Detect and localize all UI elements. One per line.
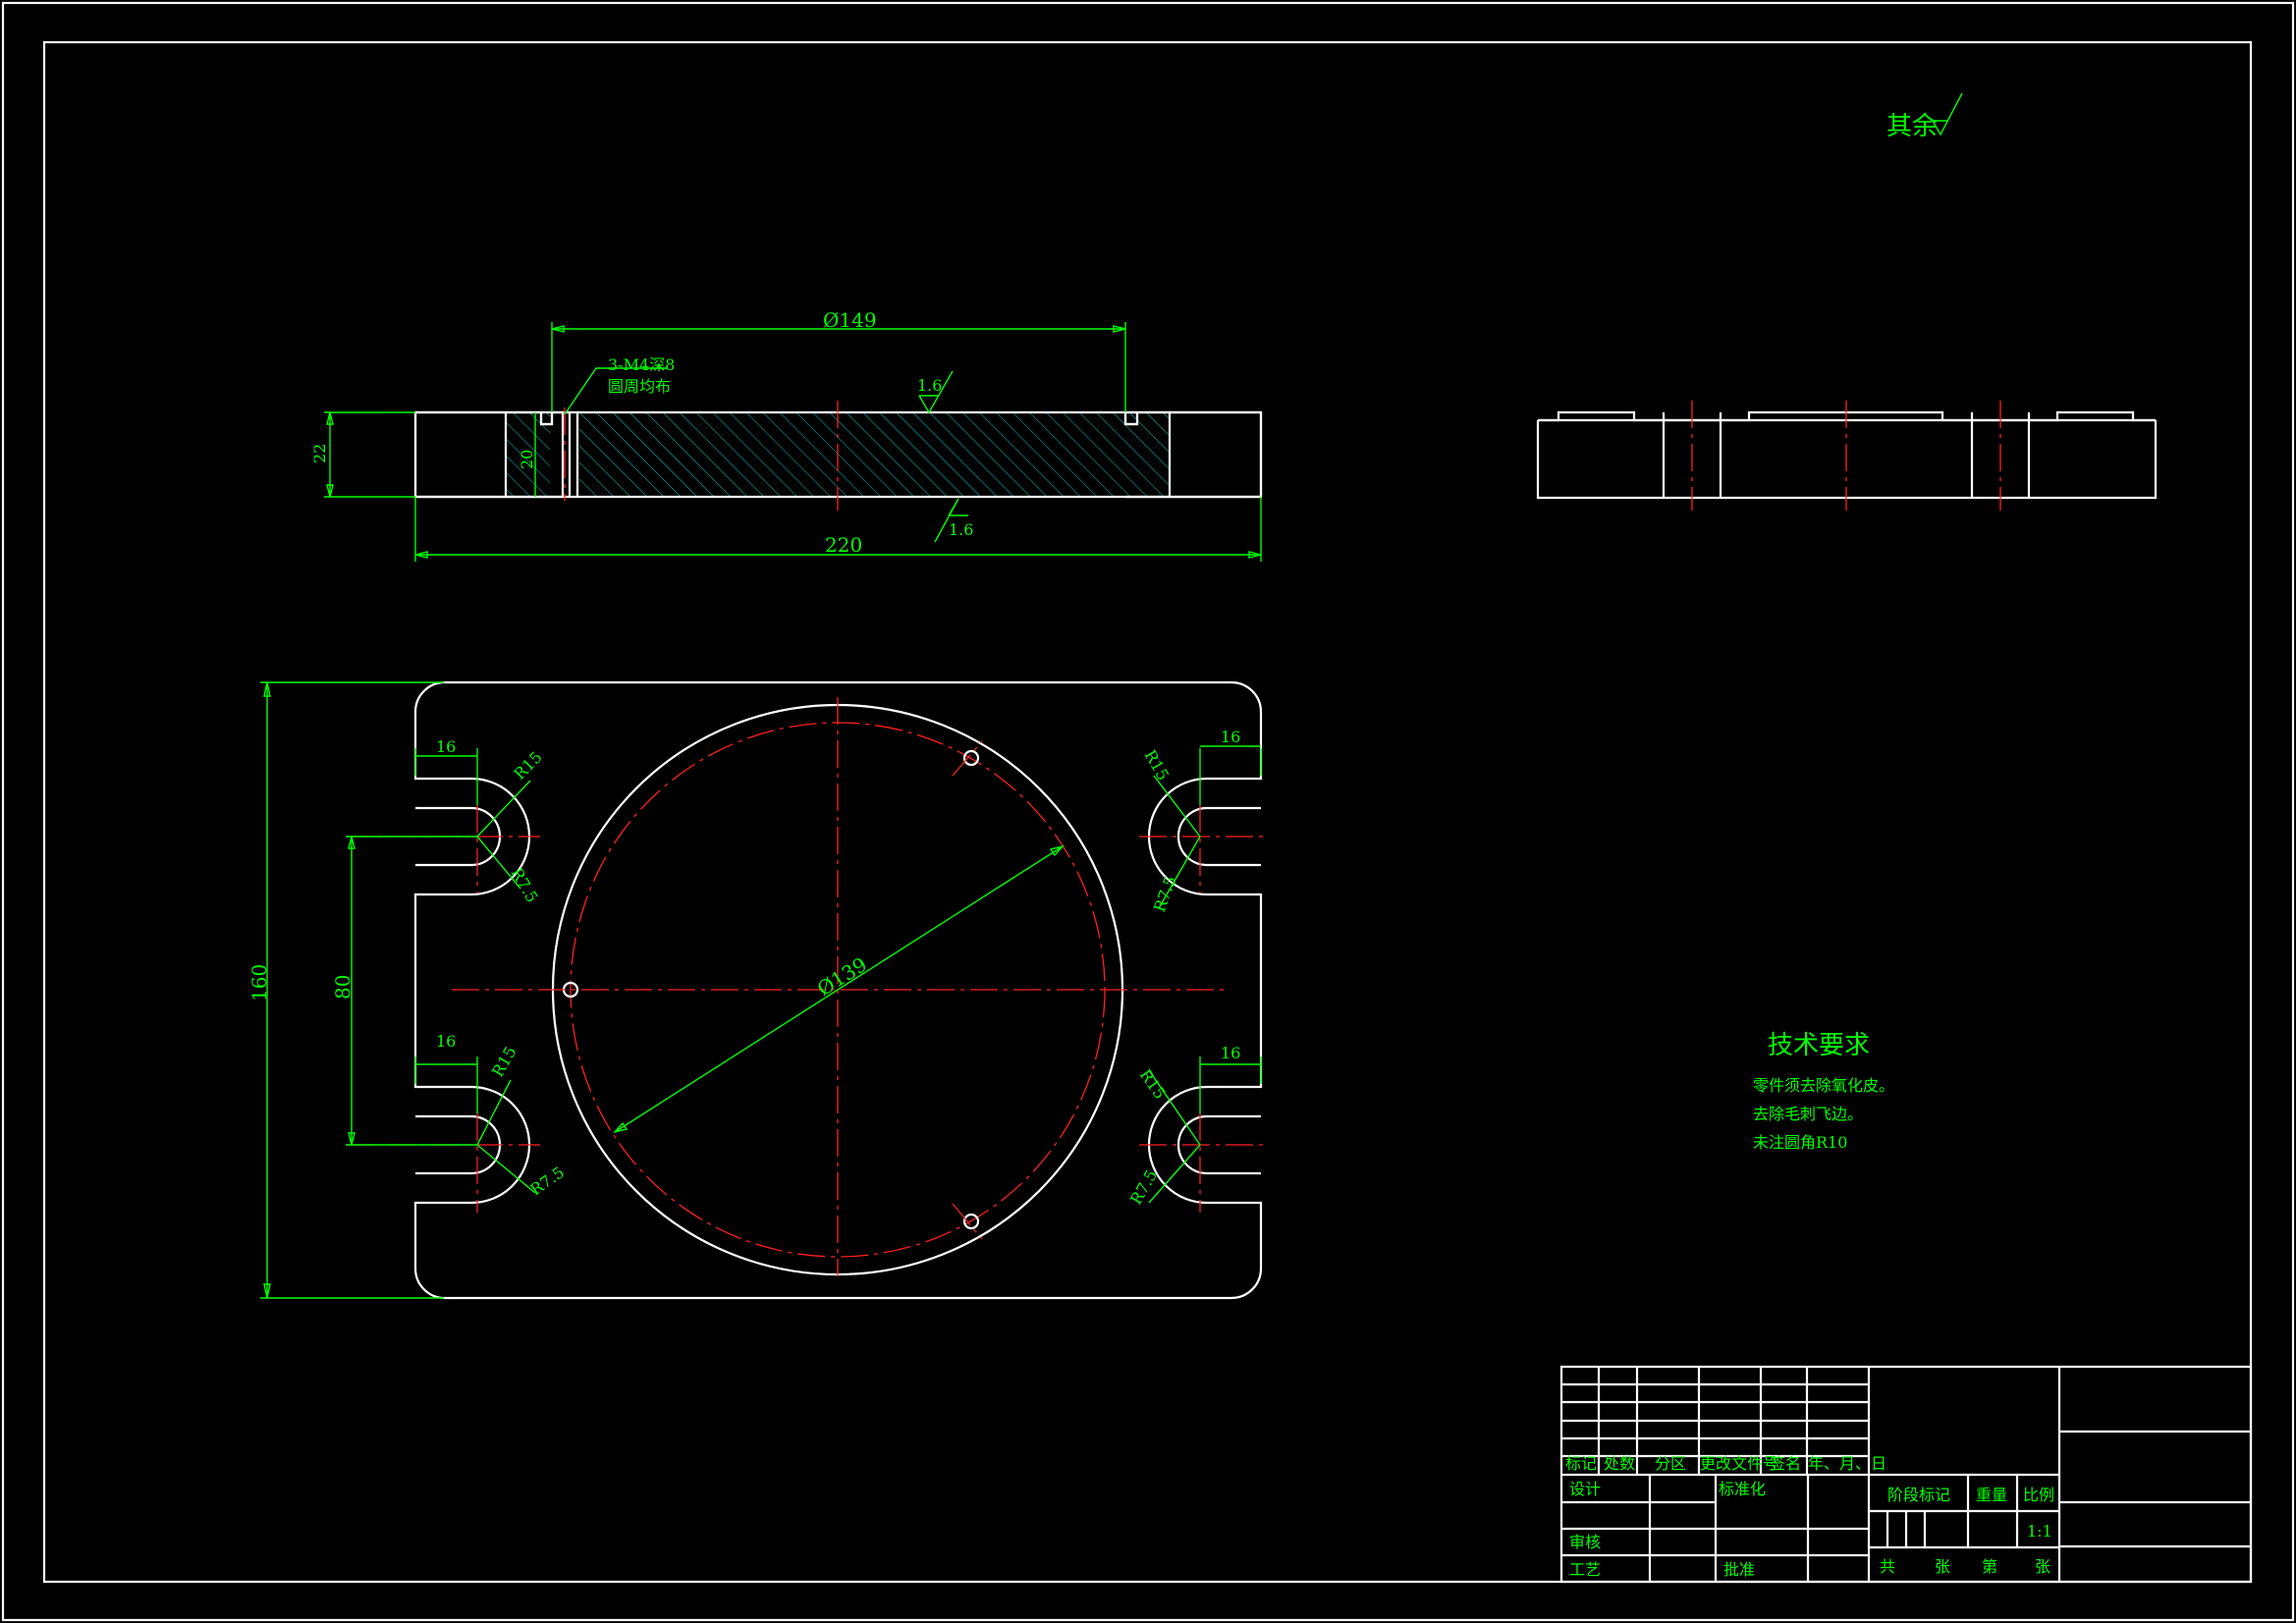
tech-req-line-1: 零件须去除氧化皮。 [1753, 1076, 1894, 1095]
technical-requirements: 技术要求 零件须去除氧化皮。 去除毛刺飞边。 未注圆角R10 [1753, 1031, 1894, 1152]
dim-slot-width-tr: 16 [1221, 728, 1240, 746]
tb-stage-mark: 阶段标记 [1887, 1486, 1950, 1504]
roughness-top-value: 1.6 [917, 376, 942, 395]
tb-design: 设计 [1569, 1480, 1601, 1498]
dim-radius-inner-bl: R7.5 [526, 1163, 568, 1199]
dim-height: 160 [247, 964, 271, 1001]
tb-weight: 重量 [1976, 1486, 2007, 1504]
dim-slot-pitch: 80 [331, 975, 355, 1000]
dim-slot-width-br: 16 [1221, 1044, 1240, 1062]
tb-sheets-unit-2: 张 [2035, 1557, 2050, 1576]
dim-overall-width: 220 [825, 533, 862, 557]
dim-radius-outer-bl: R15 [488, 1043, 520, 1080]
dim-slot-width-bl: 16 [436, 1032, 456, 1051]
tb-sheets-total: 共 [1880, 1557, 1895, 1576]
tb-standardize: 标准化 [1719, 1480, 1766, 1498]
inner-frame [42, 40, 2253, 1584]
thread-note-line1: 3-M4深8 [608, 355, 675, 374]
tb-header-date: 年、月、日 [1808, 1454, 1886, 1473]
tb-header-count: 处数 [1604, 1454, 1635, 1473]
side-view [1536, 401, 2158, 511]
dim-bore-dia: Ø149 [823, 308, 877, 332]
thread-note-line2: 圆周均布 [608, 377, 671, 396]
tech-req-title: 技术要求 [1768, 1031, 1870, 1060]
tb-review: 审核 [1569, 1533, 1601, 1551]
tb-sheet-no: 第 [1982, 1557, 1997, 1576]
tb-process: 工艺 [1569, 1560, 1601, 1579]
dim-slot-width-tl: 16 [436, 737, 456, 756]
thread-hole [962, 749, 980, 767]
roughness-bottom-value: 1.6 [949, 520, 973, 539]
surface-finish-note: 其余 [1886, 92, 1963, 141]
surface-note-text: 其余 [1886, 112, 1938, 141]
roughness-symbol-icon [1932, 92, 1963, 136]
plate-outline [413, 680, 1263, 1300]
roughness-bottom-icon [934, 498, 968, 543]
title-block: 标记 处数 分区 更改文件号 签名 年、月、日 设计 标准化 审核 工艺 批准 … [1559, 1365, 2253, 1584]
plan-view [346, 680, 1269, 1300]
tb-sheets-unit-1: 张 [1935, 1557, 1950, 1576]
tech-req-line-2: 去除毛刺飞边。 [1753, 1105, 1863, 1123]
tb-approve: 批准 [1723, 1560, 1755, 1579]
dim-radius-outer-tl: R15 [510, 747, 545, 783]
tb-header-sign: 签名 [1770, 1454, 1801, 1473]
tb-header-change-doc: 更改文件号 [1700, 1454, 1778, 1473]
tb-header-mark: 标记 [1565, 1454, 1597, 1473]
dim-circle-dia: Ø139 [813, 952, 871, 1001]
tb-header-zone: 分区 [1655, 1454, 1686, 1473]
section-view [413, 401, 1263, 511]
tech-req-line-3: 未注圆角R10 [1753, 1133, 1847, 1152]
dim-radius-inner-tr: R7.5 [1150, 874, 1180, 915]
tb-ratio-value: 1:1 [2027, 1522, 2052, 1541]
dim-inner-depth: 20 [518, 450, 536, 469]
dim-radius-inner-tl: R7.5 [508, 865, 542, 906]
roughness-top-icon [918, 370, 954, 414]
dim-radius-outer-br: R15 [1136, 1065, 1170, 1102]
tb-ratio: 比例 [2023, 1486, 2054, 1504]
dim-radius-outer-tr: R15 [1141, 747, 1174, 784]
dim-thickness: 22 [310, 444, 329, 463]
thread-hole [962, 1213, 980, 1230]
section-dimensions: Ø149 3-M4深8 圆周均布 22 20 220 1.6 1.6 [310, 308, 1262, 562]
